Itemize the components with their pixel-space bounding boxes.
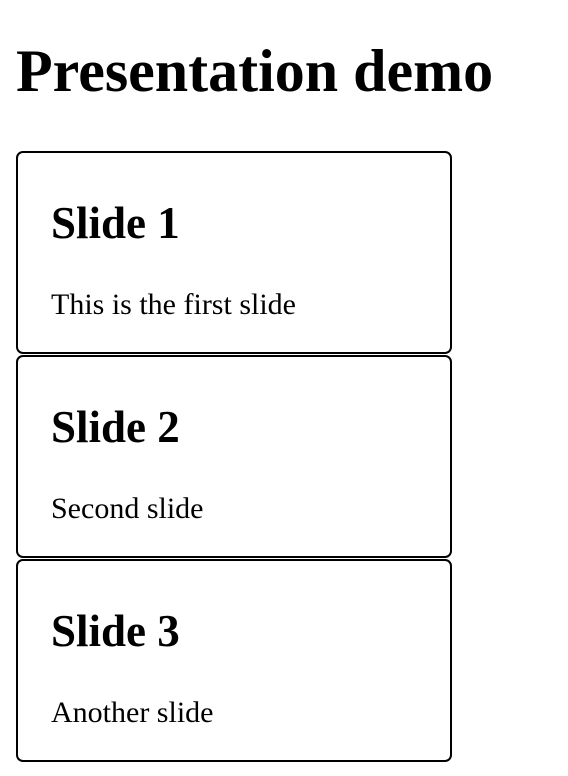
- page-title: Presentation demo: [16, 38, 494, 104]
- slide-text: Another slide: [51, 696, 214, 729]
- slide-title: Slide 3: [51, 606, 180, 656]
- slide-text: This is the first slide: [51, 288, 296, 321]
- slide-card-2: Slide 2 Second slide: [16, 355, 452, 558]
- slide-card-1: Slide 1 This is the first slide: [16, 151, 452, 354]
- slide-text: Second slide: [51, 492, 204, 525]
- slide-card-3: Slide 3 Another slide: [16, 559, 452, 762]
- slide-title: Slide 1: [51, 198, 180, 248]
- slide-title: Slide 2: [51, 402, 180, 452]
- slide-list: Slide 1 This is the first slide Slide 2 …: [16, 151, 452, 763]
